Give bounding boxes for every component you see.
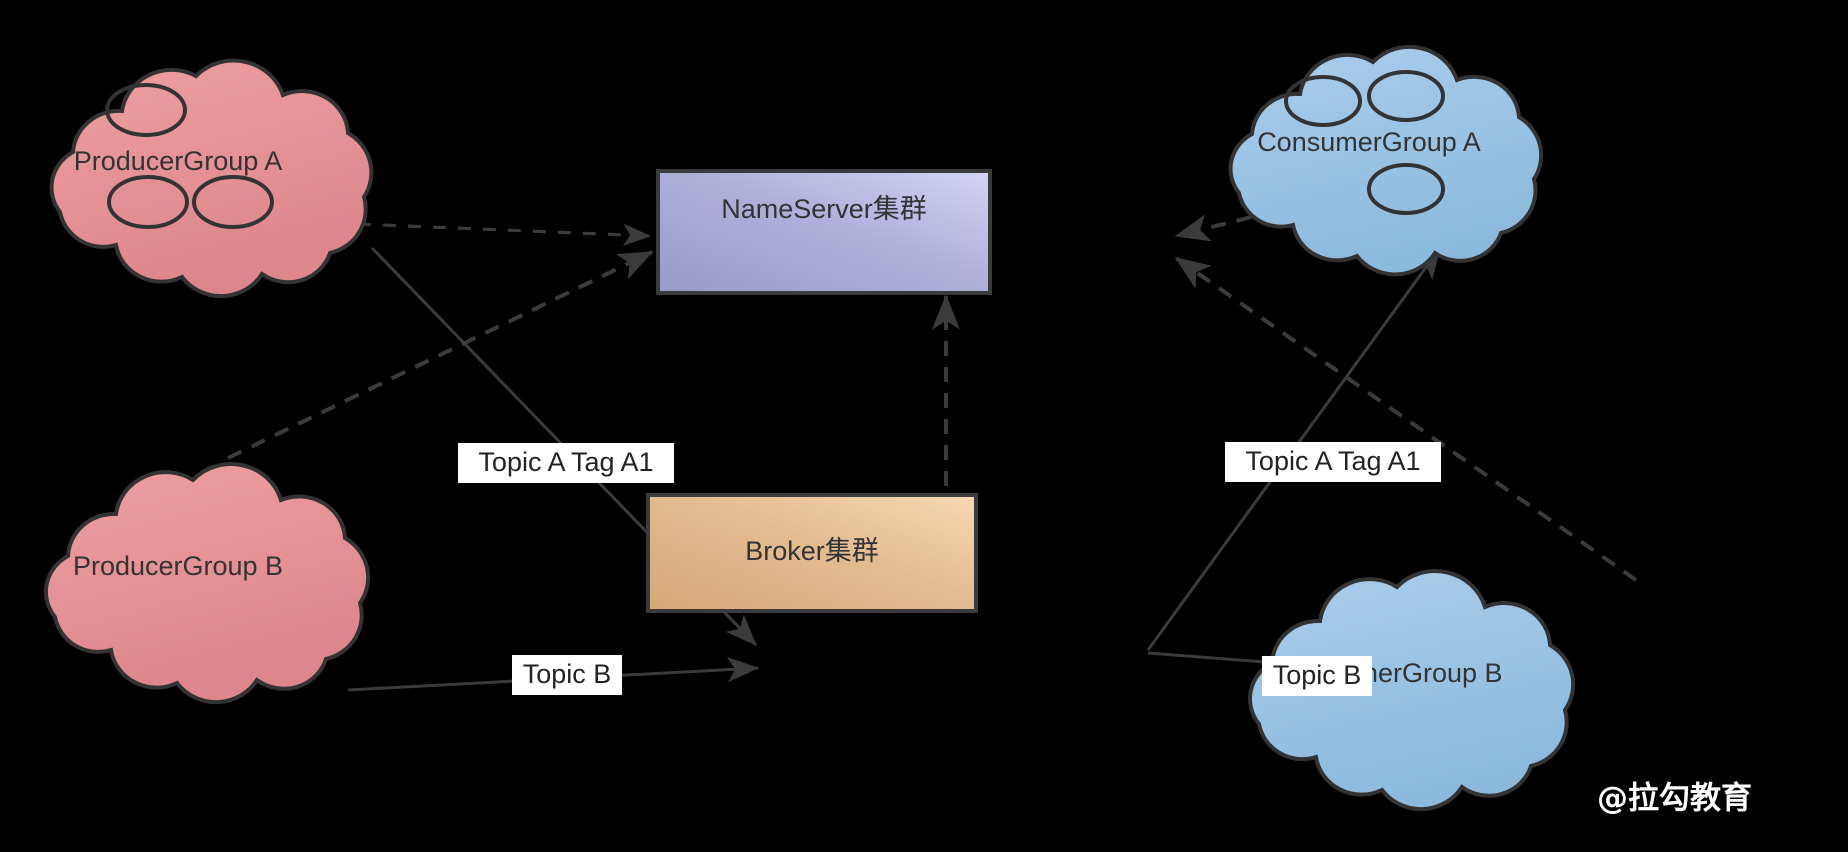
producer-group-a-cloud-shape bbox=[49, 58, 374, 299]
edge-label-topic-b-left: Topic B bbox=[512, 655, 622, 695]
producer-group-b-cloud-shape bbox=[43, 462, 371, 705]
nameserver-cluster-label: NameServer集群 bbox=[721, 194, 927, 224]
edge-label-topic-b-right: Topic B bbox=[1262, 656, 1372, 696]
edge-label-topic-b-right-bg bbox=[1262, 656, 1372, 696]
nameserver-cluster-box bbox=[656, 169, 992, 295]
producer-group-b-label: ProducerGroup B bbox=[73, 551, 283, 581]
node-consumer-group-a[interactable]: ConsumerGroup A bbox=[1228, 44, 1544, 277]
watermark-label: @拉勾教育 bbox=[1597, 781, 1752, 817]
edge-label-topic-a-left-bg bbox=[458, 443, 674, 483]
producer-group-a-label: ProducerGroup A bbox=[74, 146, 283, 176]
consumer-group-a-instance-2 bbox=[1367, 70, 1445, 122]
edge-label-topic-a-right: Topic A Tag A1 bbox=[1225, 442, 1441, 482]
edge-label-topic-a-left-text: Topic A Tag A1 bbox=[478, 447, 653, 477]
producer-group-a-instance-2 bbox=[107, 175, 189, 229]
consumer-group-a-instance-3 bbox=[1367, 163, 1445, 215]
edge-label-topic-b-right-text: Topic B bbox=[1273, 660, 1362, 690]
consumer-group-a-instance-1 bbox=[1284, 75, 1362, 127]
node-producer-group-a[interactable]: ProducerGroup A bbox=[49, 58, 374, 299]
consumer-group-a-label: ConsumerGroup A bbox=[1257, 127, 1481, 157]
broker-cluster-box bbox=[646, 493, 978, 613]
node-nameserver-cluster[interactable]: NameServer集群 bbox=[656, 169, 992, 295]
broker-cluster-label: Broker集群 bbox=[745, 536, 879, 566]
node-producer-group-b[interactable]: ProducerGroup B bbox=[43, 462, 371, 705]
edge-producer-b-to-nameserver bbox=[227, 250, 654, 460]
producer-group-a-instance-1 bbox=[105, 83, 187, 137]
edge-consumer-b-to-nameserver bbox=[1174, 256, 1638, 582]
edge-label-topic-b-left-bg bbox=[512, 655, 622, 695]
consumer-group-a-cloud-shape bbox=[1228, 44, 1544, 277]
edge-label-topic-a-right-bg bbox=[1225, 442, 1441, 482]
edge-label-topic-a-left: Topic A Tag A1 bbox=[458, 443, 674, 483]
edge-label-topic-b-left-text: Topic B bbox=[523, 659, 612, 689]
consumer-group-b-cloud-shape bbox=[1247, 569, 1576, 812]
producer-group-a-instance-3 bbox=[192, 175, 274, 229]
node-broker-cluster[interactable]: Broker集群 bbox=[646, 493, 978, 613]
edge-label-topic-a-right-text: Topic A Tag A1 bbox=[1245, 446, 1420, 476]
